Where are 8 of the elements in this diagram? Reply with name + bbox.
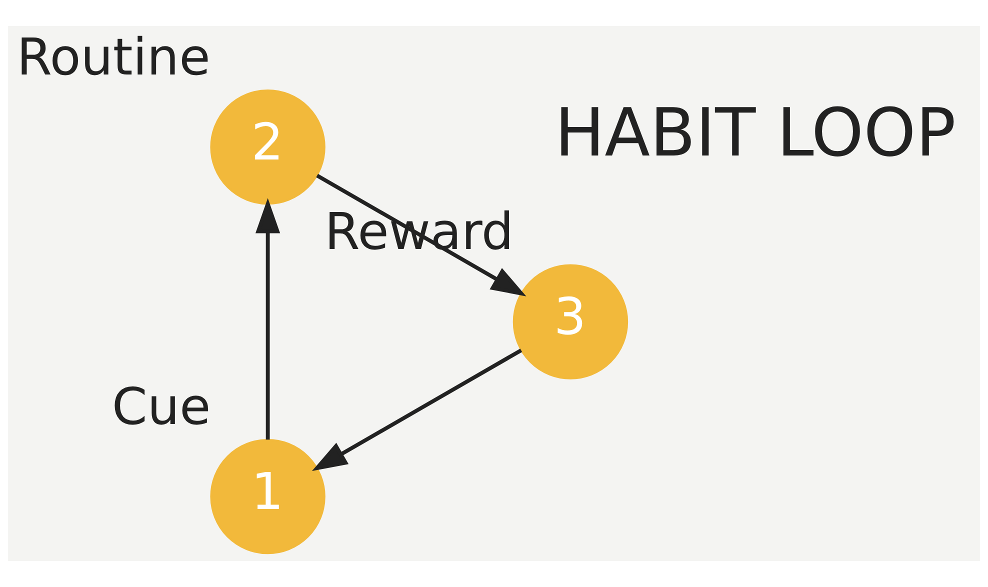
node-circle: 1 [210,438,326,554]
arrow [255,198,280,440]
node-label: Cue [112,376,211,436]
node-circle: 3 [512,264,628,380]
arrow [312,348,522,472]
node-label: Routine [16,27,210,86]
label: HABIT LOOP [554,93,956,172]
node-circle: 2 [210,89,326,205]
